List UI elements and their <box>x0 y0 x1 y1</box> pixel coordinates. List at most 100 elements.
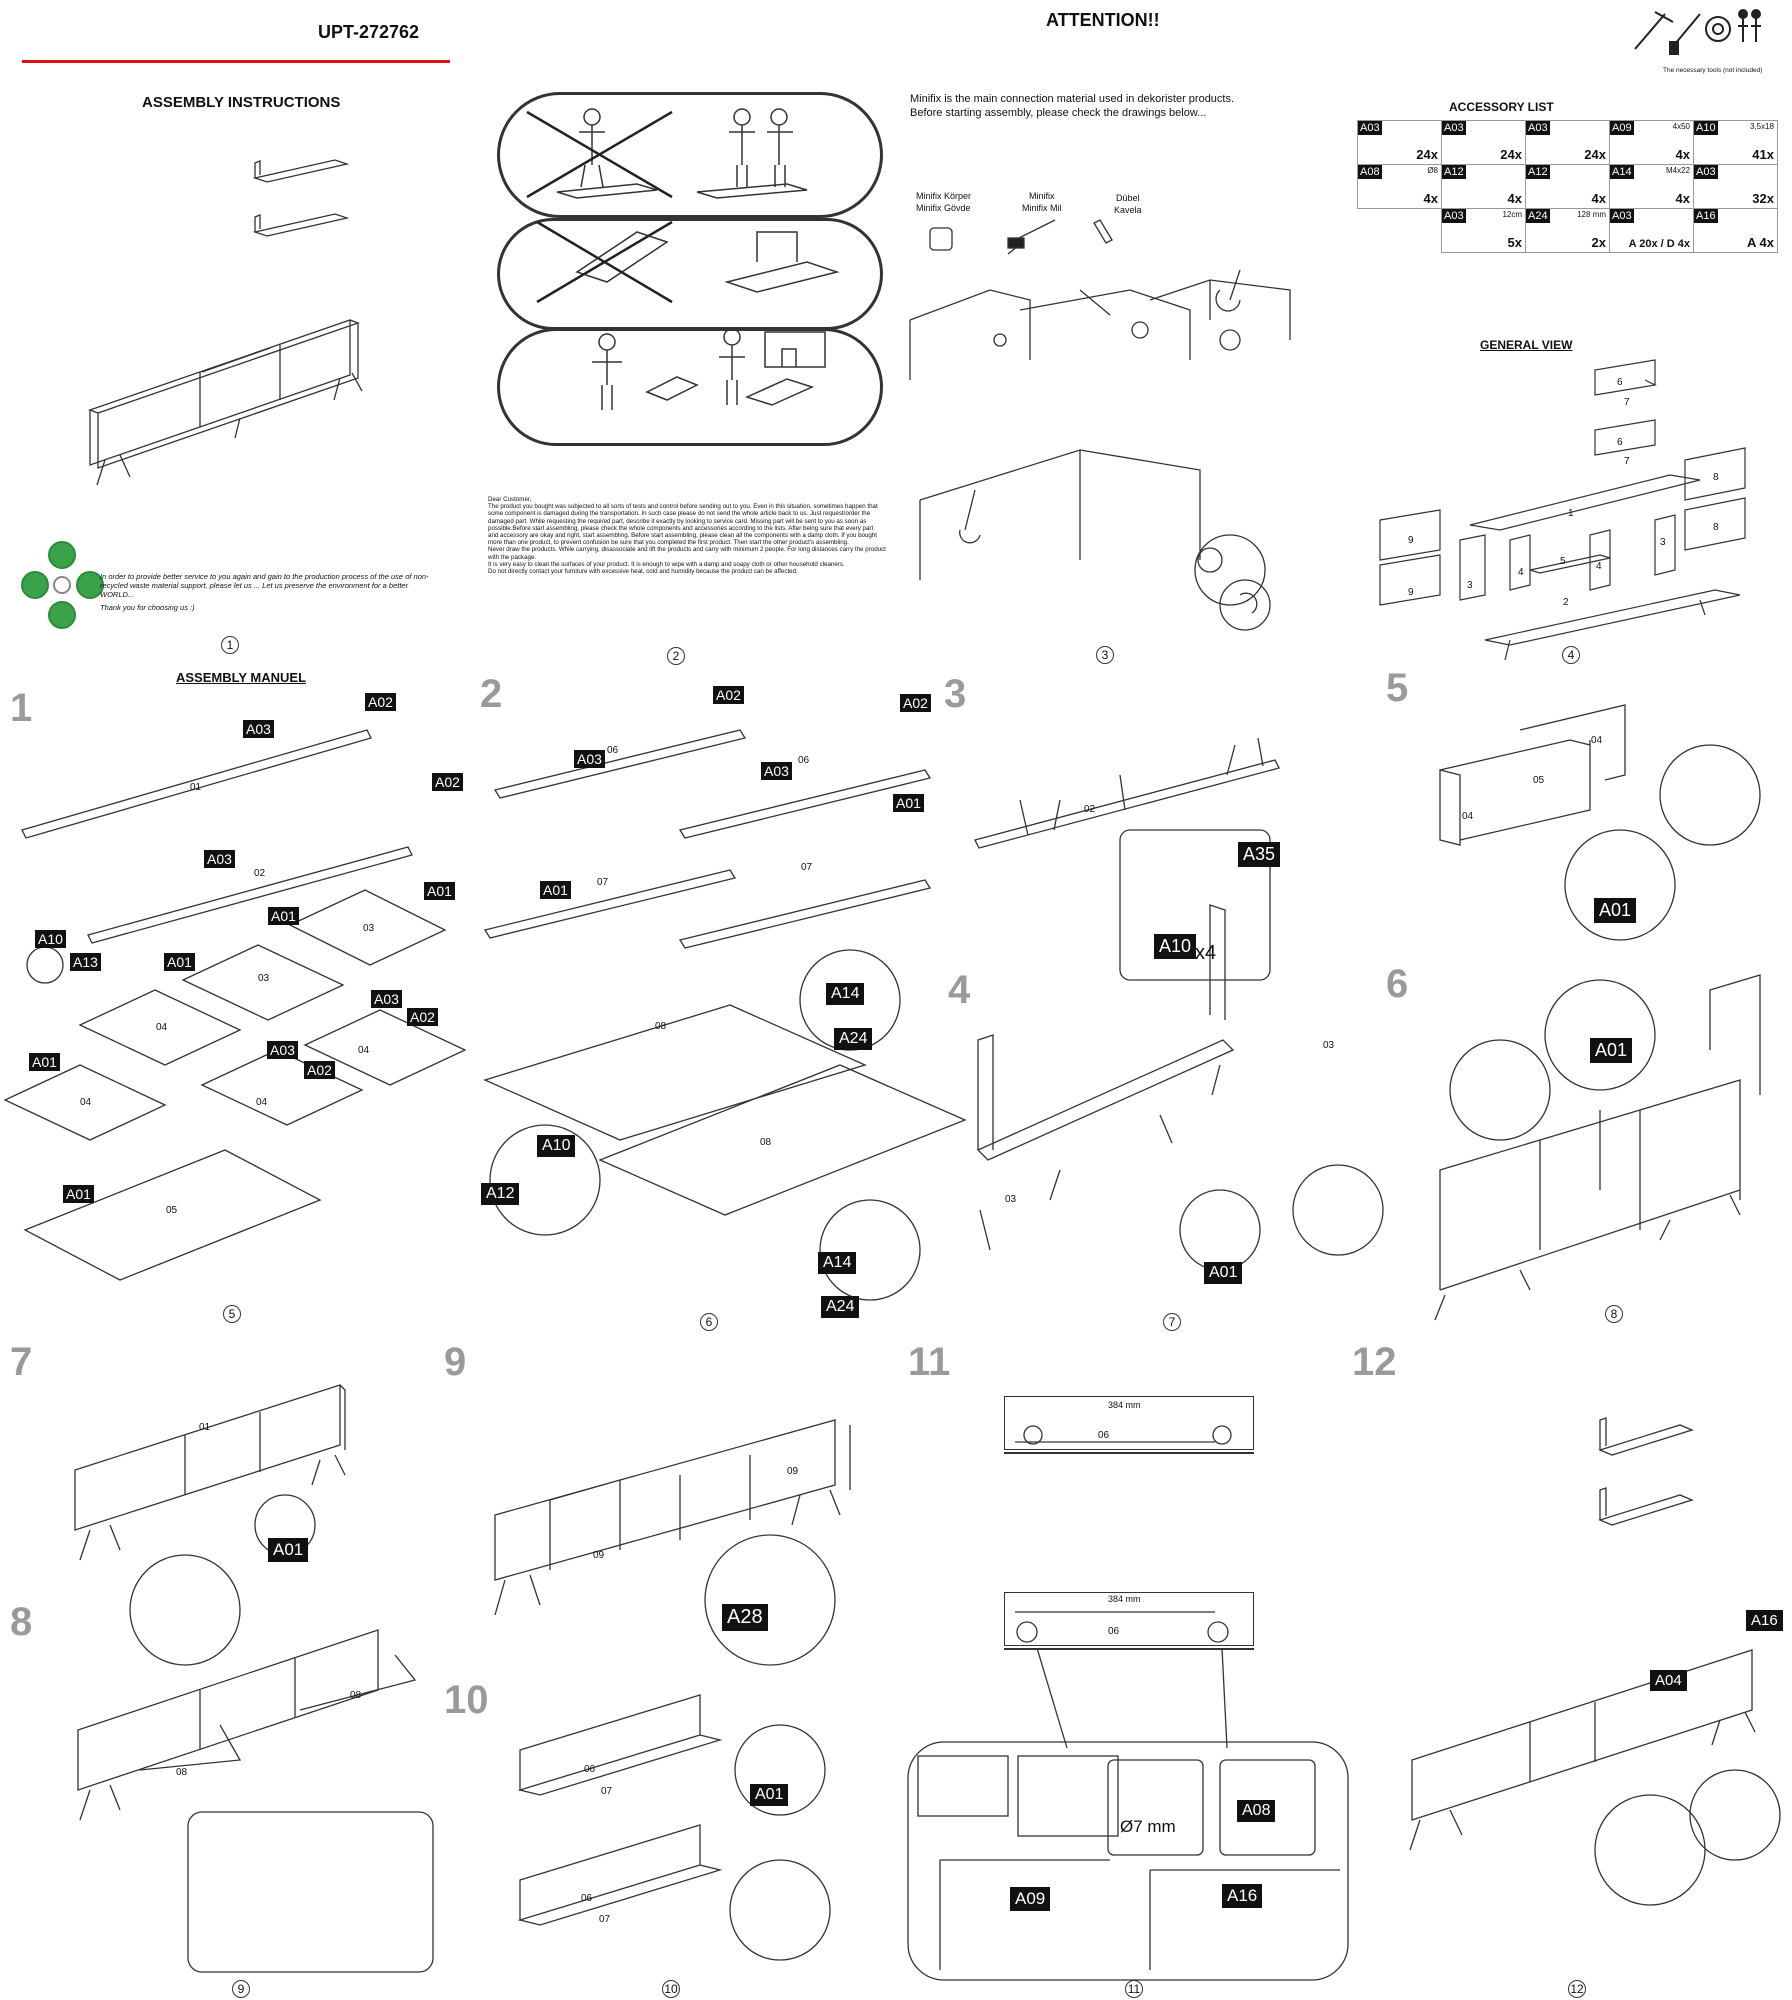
s10-part-06b: 06 <box>581 1893 593 1904</box>
s1-part-03a: 03 <box>363 923 375 934</box>
s4-part-03b: 03 <box>1005 1194 1017 1205</box>
step12-illustration <box>1409 1417 1781 1906</box>
shelf-base-1 <box>1004 1452 1254 1454</box>
tag-a24: A24 <box>821 1296 860 1318</box>
dim-384-2: 384 mm <box>1108 1594 1141 1604</box>
page-number-5: 5 <box>223 1305 241 1323</box>
tag-a02: A02 <box>900 694 931 712</box>
gv-part-5: 5 <box>1560 556 1566 567</box>
tag-a03: A03 <box>267 1041 298 1059</box>
tag-a14: A14 <box>826 983 865 1005</box>
s10-part-07a: 07 <box>601 1786 613 1797</box>
s8-part-08a: 08 <box>350 1690 362 1701</box>
general-view-exploded <box>1379 359 1746 661</box>
tag-a16: A16 <box>1222 1884 1263 1908</box>
gv-part-3b: 3 <box>1660 537 1666 548</box>
gv-part-7a: 7 <box>1624 397 1630 408</box>
step-number-10: 10 <box>444 1678 489 1722</box>
tag-a02: A02 <box>304 1061 335 1079</box>
minifix-intro: Minifix is the main connection material … <box>910 93 1235 119</box>
tag-a10: A10 <box>537 1135 576 1157</box>
s1-part-04a: 04 <box>156 1022 168 1033</box>
tag-a04: A04 <box>1650 1670 1687 1691</box>
customer-letter: Dear Customer, The product you bought wa… <box>488 496 886 576</box>
s5-part-04b: 04 <box>1462 811 1474 822</box>
step7-8-illustration <box>74 1384 434 1973</box>
tag-a01: A01 <box>540 881 571 899</box>
page-number-3: 3 <box>1096 646 1114 664</box>
gv-part-1: 1 <box>1568 508 1574 519</box>
step1-panels <box>3 729 467 1281</box>
tv-unit-illustration <box>88 159 363 486</box>
s4-part-03a: 03 <box>1323 1040 1335 1051</box>
step-number-6: 6 <box>1386 962 1409 1006</box>
s2-part-08a: 08 <box>655 1021 667 1032</box>
tag-a08: A08 <box>1237 1800 1276 1822</box>
tag-a10: A10 <box>35 930 66 948</box>
step2-panels <box>483 729 967 1301</box>
s7-part-01: 01 <box>199 1422 211 1433</box>
tag-a12: A12 <box>481 1183 520 1205</box>
tag-a24: A24 <box>834 1028 873 1050</box>
step3-4-illustration <box>974 737 1384 1271</box>
page-number-8: 8 <box>1605 1305 1623 1323</box>
assembly-manuel-title: ASSEMBLY MANUEL <box>176 670 307 685</box>
step5-6-illustration <box>1434 704 1761 1321</box>
tag-a01: A01 <box>893 794 924 812</box>
step-number-5: 5 <box>1386 666 1409 710</box>
gv-part-8a: 8 <box>1713 472 1719 483</box>
gv-part-4a: 4 <box>1518 567 1524 578</box>
gv-part-4b: 4 <box>1596 561 1602 572</box>
step9-10-illustration <box>494 1419 851 1961</box>
step-number-4: 4 <box>948 968 971 1012</box>
tag-a13: A13 <box>70 953 101 971</box>
warning-panel-3 <box>497 328 883 446</box>
page-number-7: 7 <box>1163 1313 1181 1331</box>
header-divider <box>22 60 450 63</box>
step-number-11: 11 <box>908 1340 951 1384</box>
page-number-2: 2 <box>667 647 685 665</box>
tag-a01: A01 <box>424 882 455 900</box>
tag-a10: A10 <box>1154 934 1197 959</box>
gv-part-6a: 6 <box>1617 377 1623 388</box>
tag-a01: A01 <box>1590 1038 1633 1063</box>
s1-part-03b: 03 <box>258 973 270 984</box>
step-number-12: 12 <box>1352 1340 1397 1384</box>
tag-a16: A16 <box>1746 1610 1783 1631</box>
s1-part-05: 05 <box>166 1205 178 1216</box>
gv-part-6b: 6 <box>1617 437 1623 448</box>
shelf-front-view-2 <box>1004 1592 1254 1646</box>
tag-a02: A02 <box>407 1008 438 1026</box>
eco-text: In order to provide better service to yo… <box>100 572 429 612</box>
dim-384-1: 384 mm <box>1108 1400 1141 1410</box>
tag-a01: A01 <box>1204 1262 1243 1284</box>
step3-qty: x4 <box>1195 942 1217 964</box>
s10-part-06a: 06 <box>584 1764 596 1775</box>
warning-panel-1 <box>497 92 883 218</box>
attention-heading: ATTENTION!! <box>1046 10 1160 30</box>
gv-part-3a: 3 <box>1467 580 1473 591</box>
step-number-9: 9 <box>444 1340 467 1384</box>
tag-a03: A03 <box>761 762 792 780</box>
minifix-illustration <box>909 219 1291 631</box>
tag-a01: A01 <box>63 1185 94 1203</box>
drill-size: Ø7 mm <box>1120 1817 1176 1836</box>
page-number-12: 12 <box>1568 1980 1586 1998</box>
s11-part-06a: 06 <box>1098 1430 1110 1441</box>
s3-part-02: 02 <box>1084 804 1096 815</box>
step-number-2: 2 <box>480 672 503 716</box>
page-number-1: 1 <box>221 636 239 654</box>
gv-part-8b: 8 <box>1713 522 1719 533</box>
